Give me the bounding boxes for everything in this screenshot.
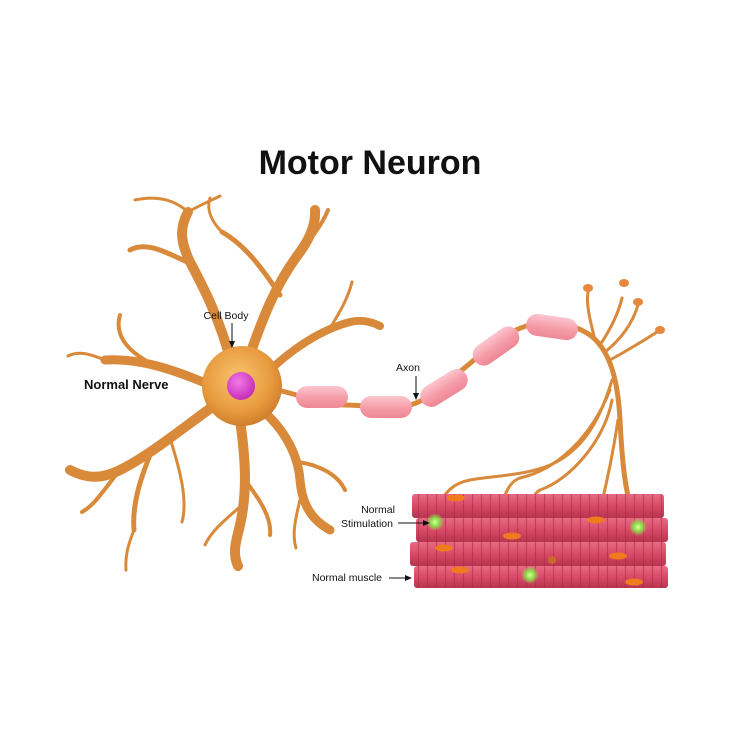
- label-cell-body: Cell Body: [204, 310, 250, 322]
- muscle-fiber: [412, 494, 664, 518]
- cell-body-pointer: [229, 323, 235, 348]
- muscle-pointer: [389, 575, 412, 581]
- muscle-nuclei: [435, 494, 643, 586]
- label-normal-muscle: Normal muscle: [312, 572, 382, 584]
- muscle-fiber: [414, 566, 668, 588]
- stimulation-pointer: [398, 520, 430, 526]
- myelin-segment: [296, 386, 348, 408]
- muscle-fibers: [410, 494, 668, 588]
- label-normal-stimulation-line2: Stimulation: [341, 518, 393, 530]
- stimulation-points: [426, 513, 647, 584]
- myelin-segment: [472, 326, 520, 366]
- axon-pointer: [413, 376, 419, 400]
- muscle-fiber: [416, 518, 668, 542]
- page-title: Motor Neuron: [259, 144, 482, 182]
- label-normal-stimulation-line1: Normal: [361, 504, 395, 516]
- myelin-segment: [360, 396, 412, 418]
- dendrites: [65, 194, 384, 572]
- myelin-segment: [420, 369, 468, 407]
- label-normal-nerve: Normal Nerve: [84, 377, 169, 392]
- label-axon: Axon: [396, 362, 420, 374]
- myelin-sheath: [296, 313, 578, 418]
- nucleus: [227, 372, 255, 400]
- myelin-segment: [526, 313, 578, 341]
- terminal-boutons: [583, 279, 665, 334]
- axon-fiber: [267, 320, 638, 523]
